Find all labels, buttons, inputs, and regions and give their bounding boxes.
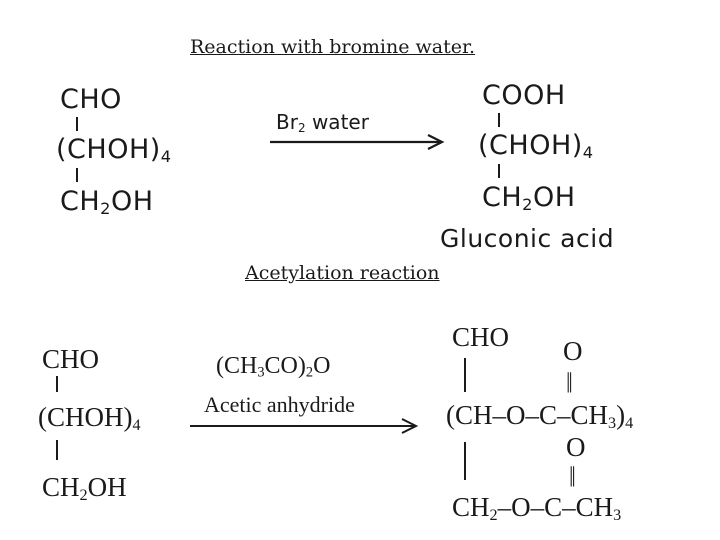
reactant1-oh: OH [110,186,154,217]
reagent1-label: Br2 water [276,112,369,134]
reagent2-s1: 3 [257,364,265,381]
product1-chain: (CHOH)4 [478,132,594,161]
product1-name: Gluconic acid [440,224,615,253]
product2-ch-sub: 2 [489,506,498,525]
product2-ch: CH [452,492,490,522]
reactant2-bond-1 [56,376,58,392]
product2-o-lower: O [566,432,586,462]
product1-ch2oh: CH2OH [482,184,576,213]
product2-dbl-upper: || [566,368,573,393]
reactant2-bond-2 [56,440,58,460]
product2-cho: CHO [452,322,510,352]
product1-chain-sub: 4 [582,143,594,163]
reactant2-ch: CH [42,472,80,502]
product1-oh: OH [532,182,576,213]
reagent2-c: O [313,353,331,379]
reactant1-bond-1 [76,117,78,131]
product2-chain-main: (CH–O–C–CH [446,400,609,430]
product2-chain-sub: 3 [608,414,617,433]
reactant1-chain-main: (CHOH) [56,134,161,165]
reagent2-b: CO) [264,353,306,379]
product2-chain-close: ) [616,400,626,430]
product2-o-upper: O [563,336,583,366]
product1-bond-1 [498,113,500,127]
reactant1-ch-sub: 2 [100,199,111,219]
product2-ch3-sub: 3 [613,506,622,525]
product2-ch2: CH2–O–C–CH3 [452,492,622,525]
reagent2-a: (CH [216,353,258,379]
reactant2-oh: OH [87,472,127,502]
reactant1-ch: CH [60,186,101,217]
product2-oc: –O–C–CH [497,492,614,522]
reactant2-chain-sub: 4 [132,416,141,435]
product1-bond-2 [498,164,500,178]
product2-bond-1 [464,358,466,392]
reagent1-br-sub: 2 [297,121,306,135]
section1-title: Reaction with bromine water. [190,36,475,58]
reactant1-cho: CHO [60,84,122,115]
product1-ch-sub: 2 [522,195,533,215]
product2-dbl-lower: || [569,462,576,487]
reactant2-chain: (CHOH)4 [38,402,141,435]
product1-ch: CH [482,182,523,213]
product1-cooh: COOH [482,80,566,111]
reactant2-cho: CHO [42,344,100,374]
reaction1-arrow [270,134,445,150]
reaction2-arrow [190,418,419,434]
reactant1-chain: (CHOH)4 [56,136,172,165]
product2-chain: (CH–O–C–CH3)4 [446,400,634,433]
reagent1-water: water [305,110,369,134]
reagent1-br: Br [276,110,298,134]
reactant1-chain-sub: 4 [160,147,172,167]
product1-chain-main: (CHOH) [478,130,583,161]
reactant1-ch2oh: CH2OH [60,188,154,217]
product2-bond-2 [464,442,466,480]
reagent2-name: Acetic anhydride [204,392,355,417]
reactant1-bond-2 [76,168,78,182]
reactant2-ch-sub: 2 [79,486,88,505]
reagent2-formula: (CH3CO)2O [216,354,330,380]
reactant2-chain-main: (CHOH) [38,402,133,432]
reagent2-s2: 2 [305,364,314,381]
reactant2-ch2oh: CH2OH [42,472,127,505]
product2-chain-sub2: 4 [625,414,634,433]
section2-title: Acetylation reaction [245,262,440,284]
